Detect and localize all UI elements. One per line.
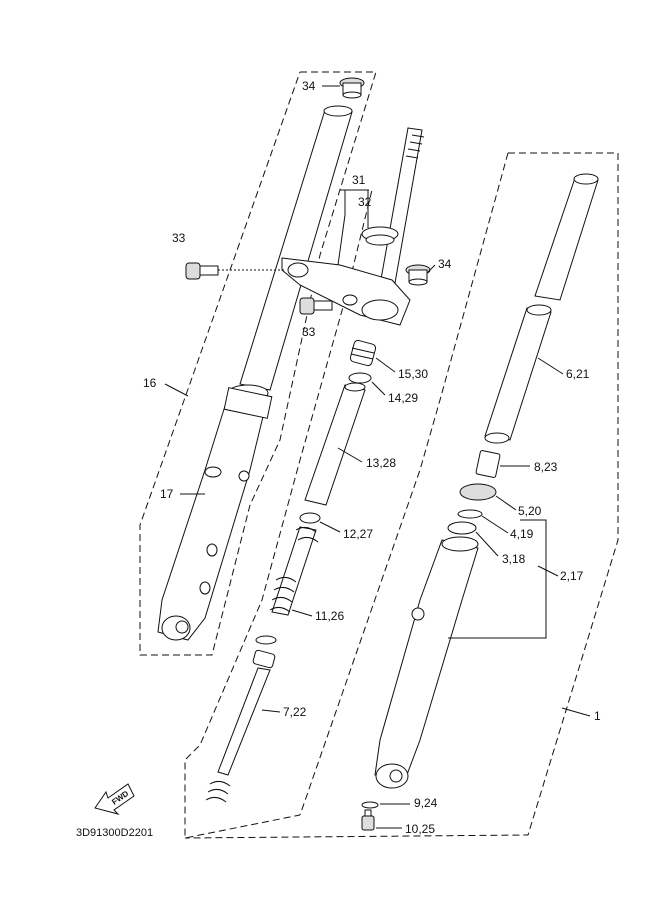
leader-15-30 — [375, 357, 396, 373]
leader-14-29 — [371, 381, 386, 396]
right-outer-tube — [374, 536, 479, 789]
leader-6-21 — [537, 357, 564, 375]
leader-31 — [337, 190, 346, 266]
right-fork-top-boundary — [299, 152, 509, 816]
cap-bolt-top — [339, 77, 365, 99]
dust-seal — [459, 483, 497, 501]
damper-rod-tube — [304, 382, 366, 506]
part-label-16: 16 — [143, 376, 157, 390]
part-label-2-17: 2,17 — [560, 569, 584, 583]
leader-34-right — [427, 264, 436, 273]
part-label-12-27: 12,27 — [343, 527, 373, 541]
leader-5-20 — [495, 495, 517, 511]
collar — [299, 512, 321, 524]
part-label-4-19: 4,19 — [510, 527, 534, 541]
part-label-31: 31 — [352, 173, 366, 187]
part-label-1: 1 — [594, 709, 601, 723]
part-label-11-26: 11,26 — [315, 609, 344, 623]
right-fork-group-boundary — [184, 152, 619, 839]
part-label-10-25: 10,25 — [405, 822, 435, 836]
circlip — [348, 372, 372, 384]
part-label-3-18: 3,18 — [502, 552, 526, 566]
part-label-5-20: 5,20 — [518, 504, 542, 518]
part-label-33-left: 33 — [172, 231, 186, 245]
steering-stem — [361, 127, 425, 301]
right-inner-tube-upper — [534, 173, 599, 301]
part-label-34-top: 34 — [302, 79, 316, 93]
part-label-7-22: 7,22 — [283, 705, 307, 719]
part-label-33-mid: 33 — [302, 325, 316, 339]
retaining-clip — [457, 509, 483, 519]
part-label-15-30: 15,30 — [398, 367, 428, 381]
oil-seal-stack — [349, 339, 377, 367]
part-label-6-21: 6,21 — [566, 367, 590, 381]
leader-2-17b — [537, 565, 559, 577]
left-outer-tube — [157, 384, 273, 641]
pinch-bolt-mid — [299, 297, 333, 315]
leader-1 — [561, 707, 591, 717]
part-label-34-right: 34 — [438, 257, 452, 271]
slide-bush — [475, 450, 501, 478]
fork-spring — [269, 526, 319, 616]
part-label-9-24: 9,24 — [414, 796, 438, 810]
under-bracket — [281, 257, 411, 326]
leader-13-28 — [337, 447, 363, 463]
part-labels: 34 31 32 33 34 33 15,30 16 14,29 6,21 13,28 8,23 17 5… — [143, 79, 601, 836]
leader-12-27 — [319, 521, 341, 533]
leader-11-26 — [291, 609, 313, 617]
left-fork-group-boundary — [139, 71, 377, 656]
left-inner-tube — [239, 105, 353, 391]
part-label-8-23: 8,23 — [534, 460, 558, 474]
leader-2-17 — [448, 519, 547, 639]
leader-16 — [164, 383, 189, 397]
diagram-code: 3D91300D2201 — [76, 827, 153, 839]
drain-bolt — [361, 809, 375, 831]
cap-bolt-right — [405, 264, 431, 286]
part-label-14-29: 14,29 — [388, 391, 418, 405]
leader-7-22 — [261, 709, 281, 713]
part-label-32: 32 — [358, 195, 372, 209]
part-label-13-28: 13,28 — [366, 456, 396, 470]
part-label-17: 17 — [160, 487, 174, 501]
fwd-arrow-icon: FWD — [94, 783, 135, 815]
inner-parts-group-boundary — [184, 189, 373, 839]
right-inner-tube-lower — [484, 304, 552, 444]
leader-4-19 — [481, 515, 509, 534]
damper-rod — [205, 635, 277, 803]
copper-washer — [361, 801, 379, 809]
leader-3-18 — [475, 531, 499, 557]
oil-seal — [447, 521, 477, 535]
pinch-bolt-left — [185, 262, 285, 280]
